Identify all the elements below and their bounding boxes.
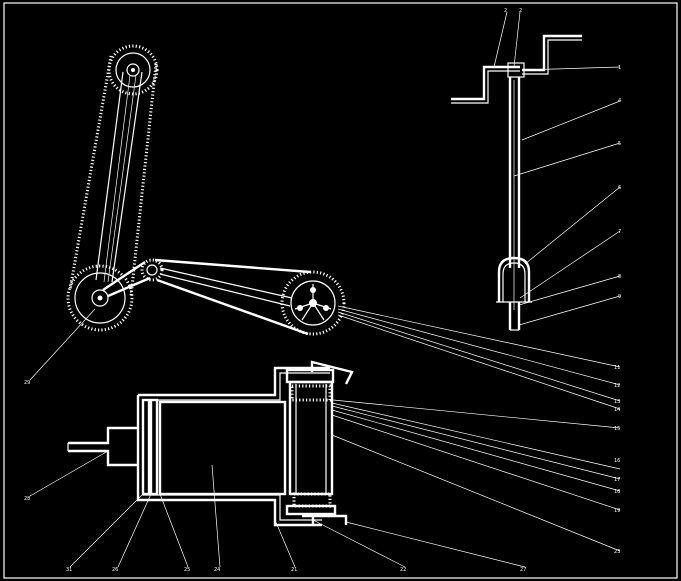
callout-12: 12 bbox=[614, 383, 620, 389]
callout-11: 11 bbox=[614, 365, 620, 371]
top-valve bbox=[285, 368, 335, 384]
callout-31: 31 bbox=[66, 567, 72, 573]
top-lever bbox=[310, 360, 354, 385]
callout-labels: 2 2 1 4 5 6 7 8 9 11 12 13 14 15 16 17 1… bbox=[24, 8, 621, 573]
callout-27: 27 bbox=[520, 567, 526, 573]
cylinder-chamber bbox=[158, 400, 287, 496]
callout-13: 13 bbox=[614, 399, 620, 405]
callout-25: 25 bbox=[184, 567, 190, 573]
callout-26: 26 bbox=[112, 567, 118, 573]
chain-drive-assembly bbox=[66, 44, 346, 336]
leader-lines bbox=[29, 11, 621, 568]
callout-28: 28 bbox=[24, 496, 30, 502]
callout-22: 22 bbox=[400, 567, 406, 573]
left-crank bbox=[451, 65, 520, 101]
long-chain bbox=[68, 55, 113, 291]
bottom-gear bbox=[292, 492, 332, 508]
callout-29: 29 bbox=[24, 380, 30, 386]
callout-2a: 2 bbox=[504, 8, 507, 14]
drawing-border bbox=[3, 2, 678, 579]
callout-1: 1 bbox=[618, 65, 621, 71]
callout-19: 19 bbox=[614, 508, 620, 514]
callout-15: 15 bbox=[614, 426, 620, 432]
piston-plate bbox=[141, 398, 151, 496]
callout-2b: 2 bbox=[519, 8, 522, 14]
cylinder-housing bbox=[138, 366, 330, 397]
lower-fork bbox=[497, 256, 531, 302]
callout-8: 8 bbox=[618, 274, 621, 280]
cylinder-assembly bbox=[67, 360, 354, 527]
drive-wheel bbox=[66, 264, 134, 332]
callout-24: 24 bbox=[214, 567, 220, 573]
callout-9: 9 bbox=[618, 294, 621, 300]
callout-23: 23 bbox=[614, 549, 620, 555]
short-chain bbox=[154, 258, 311, 274]
callout-17: 17 bbox=[614, 477, 620, 483]
right-crank bbox=[522, 34, 582, 72]
callout-5: 5 bbox=[618, 141, 621, 147]
callout-14: 14 bbox=[614, 407, 620, 413]
callout-21: 21 bbox=[291, 567, 297, 573]
right-sprocket bbox=[280, 270, 346, 336]
callout-7: 7 bbox=[618, 229, 621, 235]
callout-18: 18 bbox=[614, 489, 620, 495]
callout-6: 6 bbox=[618, 185, 621, 191]
connecting-rod bbox=[102, 261, 146, 291]
crank-hub bbox=[507, 62, 525, 78]
idler-sprocket bbox=[140, 258, 164, 282]
callout-16: 16 bbox=[614, 458, 620, 464]
piston-rod bbox=[68, 426, 138, 445]
callout-4: 4 bbox=[618, 98, 621, 104]
crank-shaft-assembly bbox=[451, 34, 582, 331]
